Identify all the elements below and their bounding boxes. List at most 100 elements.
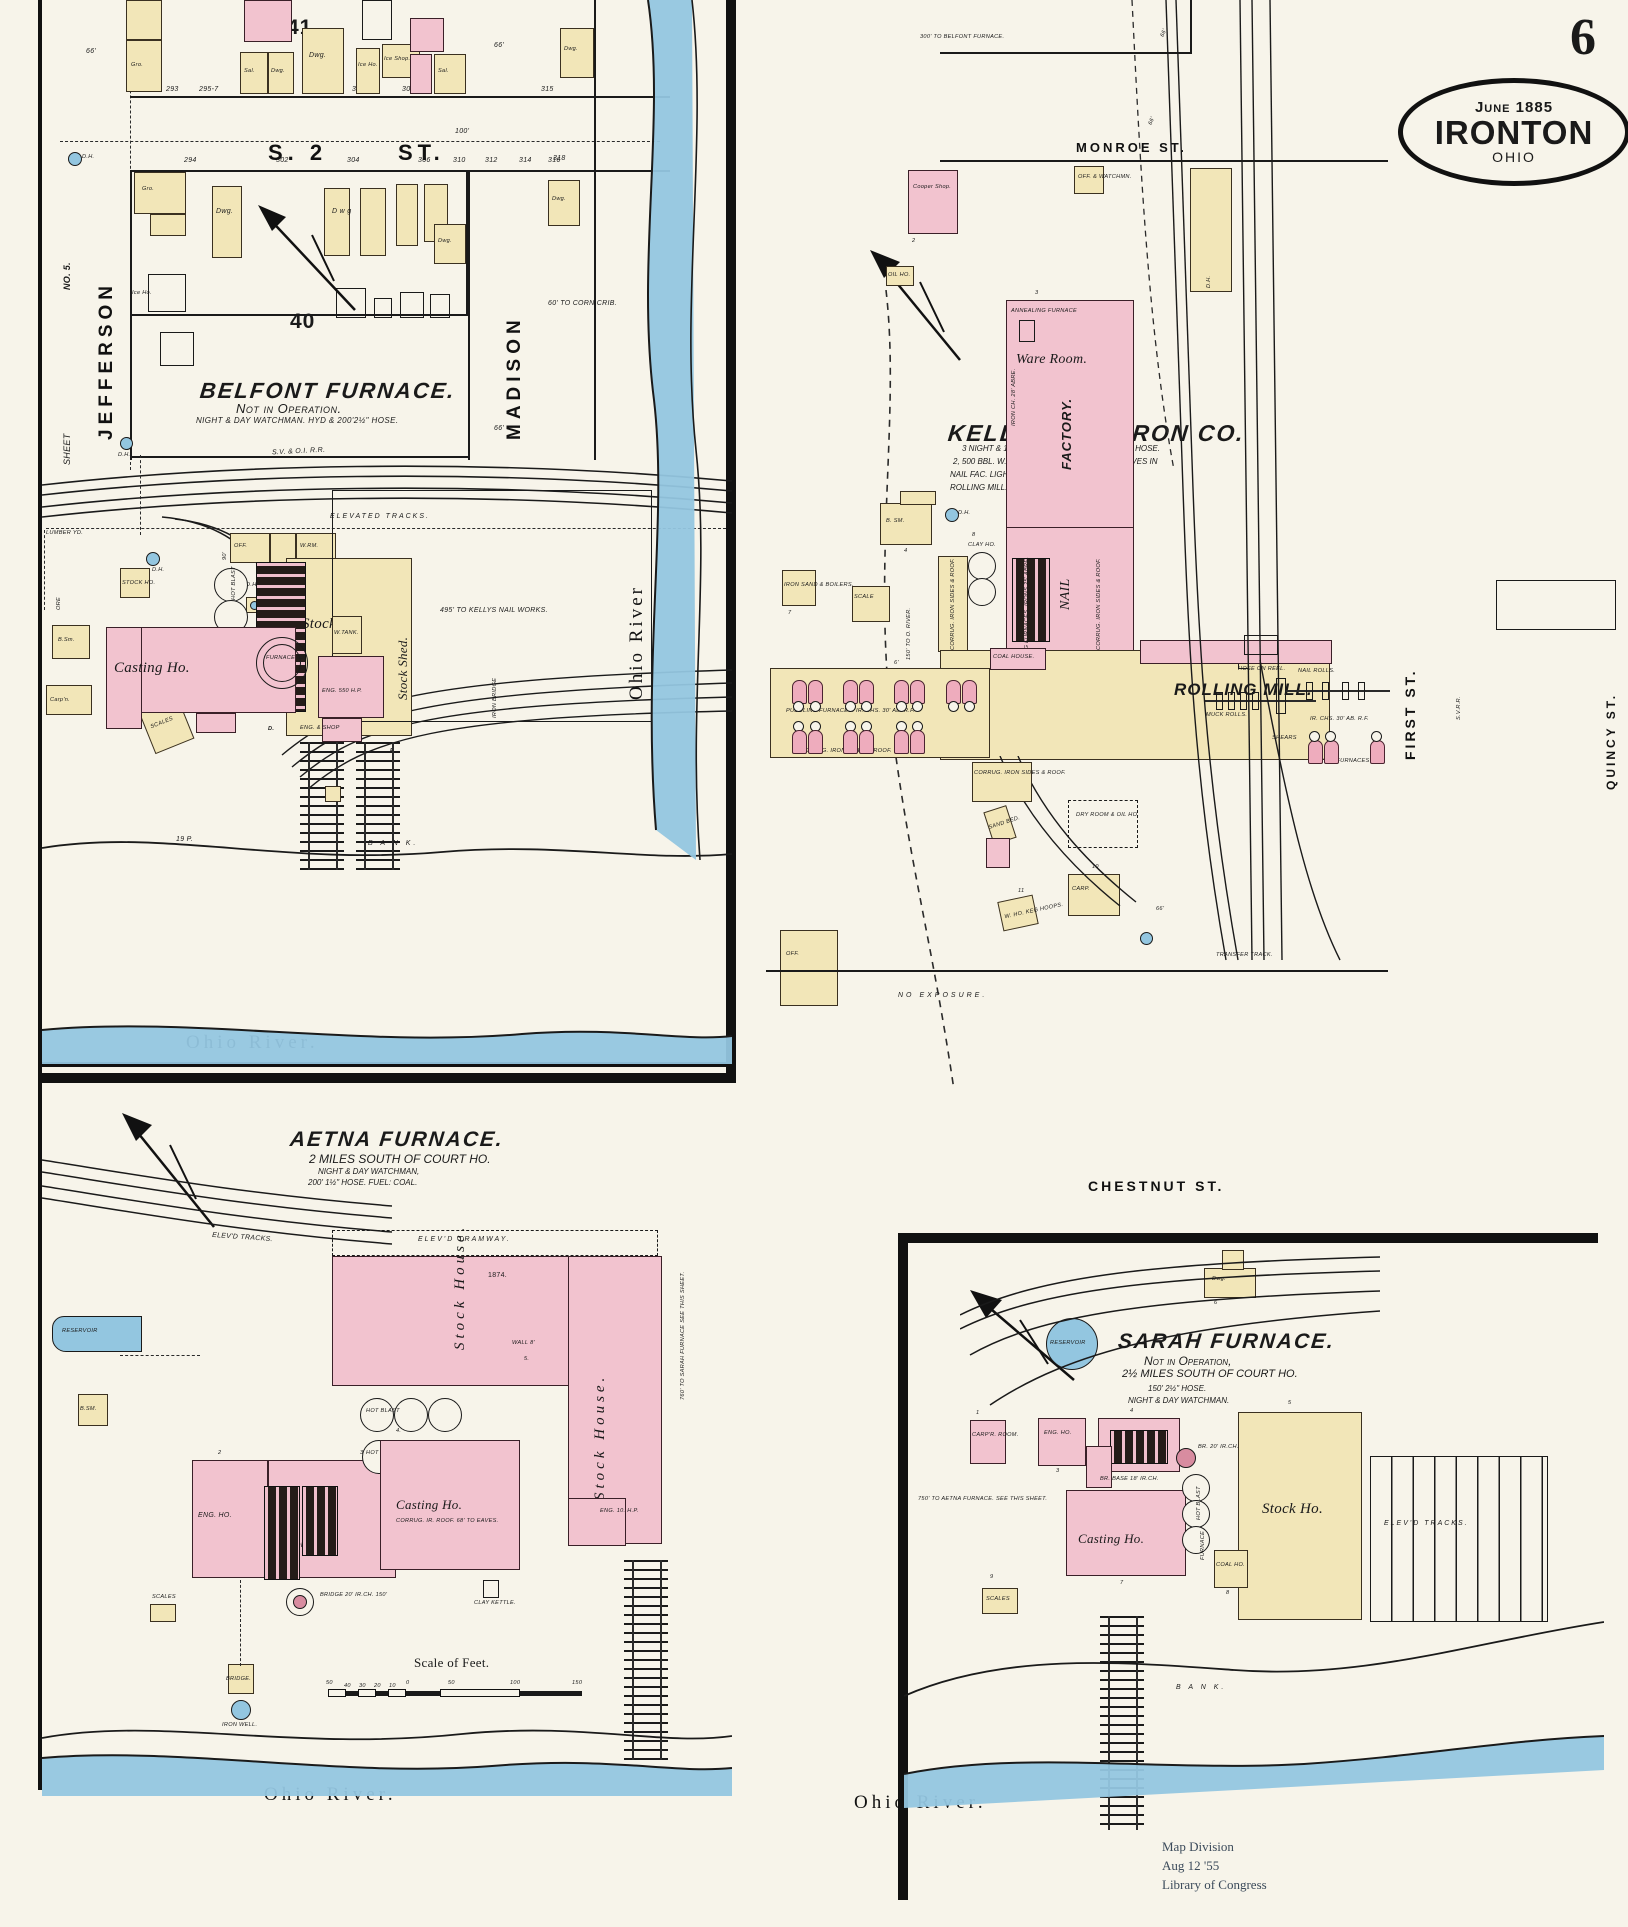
sarah-bridge-label: BR. 20' IR.CH. 88' (1198, 1444, 1249, 1450)
street-label-chestnut: CHESTNUT ST. (1088, 1178, 1225, 1194)
nail-factory-hatch (1012, 558, 1050, 642)
sarah-elev-tracks-label: ELEV'D TRACKS. (1384, 1520, 1469, 1527)
water-tanks-num-kelly: 8 (972, 532, 976, 538)
hot-blast-sarah-1 (1182, 1474, 1210, 1502)
building-label-dwg-40a: Dwg. (216, 208, 234, 215)
iron-well-label-aetna: IRON WELL. (222, 1722, 258, 1728)
building-label-off-kelly-top: OFF. & WATCHMN. (1078, 174, 1132, 180)
sarah-note-1: 2½ MILES SOUTH OF COURT HO. (1122, 1368, 1298, 1380)
building-label-eng-ho-aetna: ENG. HO. (198, 1512, 232, 1519)
building-gro-40 (134, 172, 186, 214)
water-dot-1 (146, 552, 160, 566)
puddling-circ-6 (912, 701, 923, 712)
sarah-reservoir-label: RESERVOIR (1050, 1340, 1086, 1346)
building-dwg-sarah-small (1222, 1250, 1244, 1270)
building-label-dry-room: CARP. (1072, 886, 1090, 892)
building-scales-sarah (982, 1588, 1018, 1614)
bridge-circle-inner-aetna (293, 1595, 307, 1609)
building-dwg-41b (244, 0, 292, 42)
building-num-clay-ho: 7 (788, 610, 792, 616)
sarah-to-aetna-note: 750' TO AETNA FURNACE. SEE THIS SHEET. (918, 1496, 1048, 1502)
aetna-dash-left (120, 1355, 200, 1356)
track-rail-b2 (336, 742, 338, 870)
hot-blast-sarah-3 (1182, 1526, 1210, 1554)
scale-bar-seg4 (440, 1689, 520, 1697)
cartouche-city: IRONTON (1434, 114, 1594, 151)
building-casting-ho-wing (106, 627, 142, 729)
nail-roll-4 (1358, 682, 1365, 700)
building-gro-1 (126, 40, 162, 92)
building-off-watchmn-kelly (990, 648, 1046, 670)
sarah-bank-label: B A N K. (1176, 1684, 1227, 1691)
sand-bed-label: DRY ROOM & OIL HO. (1076, 812, 1140, 818)
ohio-river-water-belfont (42, 1025, 732, 1064)
building-oil-ho-kelly (886, 266, 914, 286)
sarah-rail-2 (1136, 1616, 1138, 1830)
dim-to-ohio-river: 150' TO O. RIVER. (906, 607, 912, 660)
water-dot-kelly-1 (945, 508, 959, 522)
scales-label-aetna: SCALES (152, 1594, 176, 1600)
building-num-stock-ho-sarah: 5 (1288, 1400, 1292, 1406)
belfont-note: NIGHT & DAY WATCHMAN. HYD & 200'2½" HOSE… (196, 416, 399, 425)
building-iron-sand-boilers (852, 586, 890, 622)
building-label-office-belfont: OFF. (234, 543, 248, 549)
building-dwg-40g (548, 180, 580, 226)
small-structure-between-tracks (325, 786, 341, 802)
building-eng-ho-sarah (1038, 1418, 1086, 1466)
building-gro-40-wing (150, 214, 186, 236)
hot-blast-label-belfont-1: HOT BLAST (231, 566, 237, 600)
section-divider-vertical-top (726, 0, 736, 1080)
building-freight-depot (1190, 168, 1232, 292)
building-eng-10hp-aetna (568, 1498, 626, 1546)
dim-66-b: 66' (494, 42, 505, 49)
building-label-eng-10hp: ENG. 10. H.P. (600, 1508, 639, 1514)
building-label-gro-40: Gro. (142, 186, 155, 192)
river-bank-belfont (42, 841, 732, 857)
aetna-to-sarah: 760' TO SARAH FURNACE SEE THIS SHEET. (680, 1271, 686, 1400)
nail-tank-1 (968, 552, 996, 580)
building-carp-room-sarah (970, 1420, 1006, 1464)
building-label-d: D w g (332, 208, 352, 215)
building-sal-2 (240, 52, 268, 94)
puddling-furnace-10 (808, 730, 823, 754)
building-label-ice-ho-41: Ice Ho. (358, 62, 378, 68)
monroe-street-line (940, 160, 1388, 162)
building-label-off-watchmn: COAL HOUSE. (993, 654, 1035, 660)
water-dot-label-2: D.H. (82, 154, 95, 160)
corrug-label-nail: CORRUG. IRON SIDES & ROOF. (950, 558, 956, 650)
bridge-label-aetna: BRIDGE 20' IR.CH. 150' (320, 1592, 388, 1598)
nail-roll-1 (1306, 682, 1313, 700)
dim-66-kelly-c: 66' (1156, 906, 1165, 912)
building-dwg-40b (324, 188, 350, 256)
street-label-monroe: MONROE ST. (1076, 140, 1187, 155)
building-label-coal-ho-sarah: COAL HO. (1216, 1562, 1246, 1568)
water-dot-label-1: D.H. (152, 567, 165, 573)
sarah-bridge-note: BR. BASE 18' IR.CH. (1100, 1476, 1159, 1482)
building-label-ware-room: Ware Room. (1016, 352, 1088, 367)
stock-shed-belfont (332, 490, 652, 722)
building-label-carp-belfont: Carp'n. (50, 697, 70, 703)
building-label-gro-1: Gro. (131, 62, 144, 68)
hot-blast-aetna-1 (360, 1398, 394, 1432)
hot-blast-label-aetna-1: HOT BLAST (366, 1408, 400, 1414)
aetna-key-4: 5. (524, 1356, 530, 1362)
scale-bar-seg2 (358, 1689, 376, 1697)
building-w-ho-keg-hoops (780, 930, 838, 1006)
nail-rolls-shaft (1286, 690, 1390, 692)
building-eng-belfont (318, 656, 384, 718)
stock-house-label-aetna-1: Stock House. (452, 1223, 468, 1350)
building-bsm-belfont (52, 625, 90, 659)
lot-line-madison-west (468, 170, 470, 460)
boiler-hatch-sarah (1110, 1430, 1168, 1464)
shears-label: SHEARS (1272, 735, 1297, 741)
transfer-track-label: TRANSFER TRACK. (1216, 952, 1273, 958)
hot-blast-aetna-3 (428, 1398, 462, 1432)
belfont-lot-dash-left (44, 530, 45, 610)
building-label-sal-2: Sal. (244, 68, 255, 74)
dim-to-belfont: 300' TO BELFONT FURNACE. (920, 34, 1005, 40)
dim-66-c: 66' (494, 425, 505, 432)
address-316: 316 (548, 157, 561, 164)
water-dot-2 (68, 152, 82, 166)
dim-19p: 19 P. (176, 836, 193, 843)
